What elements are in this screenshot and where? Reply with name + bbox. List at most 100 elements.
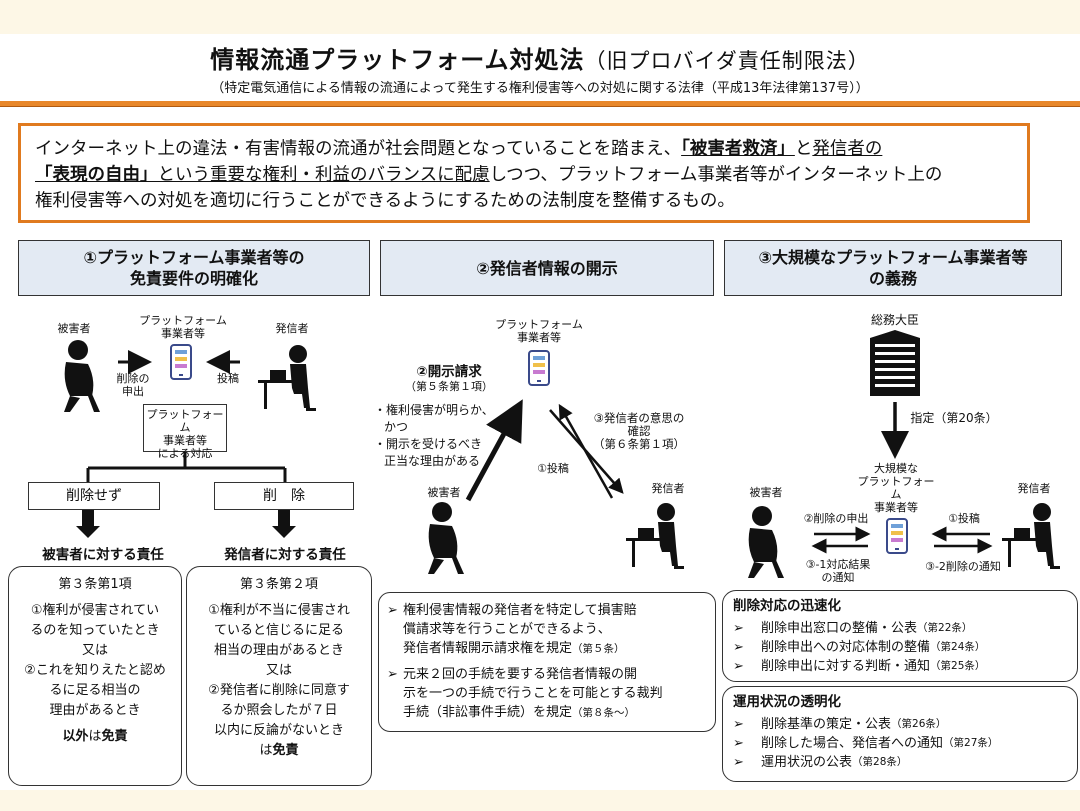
note-1-line-3: 発信者情報開示請求権を規定 [403,641,573,656]
sec1-delete-request-label: 削除の 申出 [108,372,158,398]
sec2-sender-label: 発信者 [651,482,685,495]
platform-response-1: プラットフォーム [146,408,224,434]
sec1-delete-request-2: 申出 [122,385,144,398]
left-line-7: 以外は免責 [13,727,177,747]
speedup-item-article: （第25条） [930,660,986,672]
sender-figure-1 [258,345,316,411]
sec2-platform-label-1: プラットフォーム [495,318,583,331]
right-line-7: 以内に反論がないとき [213,723,344,738]
sec2-platform-label: プラットフォーム 事業者等 [494,318,584,344]
large-platform-2: プラットフォーム [857,475,935,501]
note-1-line-2: 償請求等を行うことができるよう、 [403,622,611,637]
speedup-item: ➢ 削除申出への対応体制の整備（第24条） [733,638,1067,657]
responsibility-to-sender: 発信者に対する責任 [224,547,346,563]
sec3-sender-label: 発信者 [1017,482,1051,495]
responsibility-to-victim: 被害者に対する責任 [42,547,164,563]
sec3-post-label: ①投稿 [948,512,980,525]
top-band [0,0,1080,34]
left-article: 第３条第1項 [58,577,132,592]
smartphone-icon [528,350,550,386]
right-line-4: 又は [265,663,292,678]
bullet-icon: ➢ [733,736,744,751]
speedup-item-text: 削除申出に対する判断・通知 [761,659,931,674]
delete-box: 削 除 [214,482,354,510]
speedup-item-text: 削除申出への対応体制の整備 [761,640,931,655]
right-line-5: ②発信者に削除に同意す [208,683,350,698]
summary-box: インターネット上の違法・有害情報の流通が社会問題となっていることを踏まえ、「被害… [18,123,1030,223]
speedup-title: 削除対応の迅速化 [733,598,841,614]
note-2-article: （第８条～） [572,707,636,719]
minister-label: 総務大臣 [870,313,919,327]
left-line-4: ②これを知りえたと認め [24,663,166,678]
speedup-list: ➢削除申出窓口の整備・公表（第22条）➢削除申出への対応体制の整備（第24条）➢… [733,619,1067,676]
transparency-item-text: 削除基準の策定・公表 [761,717,892,732]
right-line-6: るか照会したが７日 [220,703,338,718]
section1-header: ①プラットフォーム事業者等の 免責要件の明確化 [18,240,370,296]
left-line-2: るのを知っていたとき [30,623,160,638]
sec3-victim-label: 被害者 [749,486,783,499]
deletion-notice-label: ③-2削除の通知 [925,560,1001,573]
ministry-building-icon [870,330,920,396]
left-exemption-box: 第３条第1項 ①権利が侵害されてい るのを知っていたとき 又は ②これを知りえた… [8,566,182,786]
transparency-box: 運用状況の透明化 ➢削除基準の策定・公表（第26条）➢削除した場合、発信者への通… [722,686,1078,782]
summary-text-4: 権利侵害等への対処を適切に行うことができるようにするための法制度を整備するもの。 [35,191,735,211]
note-1-line-1: 権利侵害情報の発信者を特定して損害賠 [403,603,637,618]
section2-header: ②発信者情報の開示 [380,240,714,296]
victim-figure-2 [428,502,464,574]
sec2-platform-label-2: 事業者等 [517,331,561,344]
left-line-1: ①権利が侵害されてい [30,603,160,618]
right-line-2: ていると信じるに足る [213,623,344,638]
right-article: 第３条第２項 [239,577,318,592]
condition-1: ・権利侵害が明らか、 [374,403,494,417]
transparency-item-article: （第28条） [852,756,908,768]
sec1-post-label: 投稿 [217,372,239,385]
title-sub: （旧プロバイダ責任制限法） [584,49,870,73]
speedup-item: ➢削除申出窓口の整備・公表（第22条） [733,619,1067,638]
page-subtitle: （特定電気通信による情報の流通によって発生する権利侵害等への対処に関する法律（平… [211,81,869,96]
confirm-2: 確認 [627,424,651,438]
bullet-icon: ➢ [733,640,744,655]
summary-text-1: インターネット上の違法・有害情報の流通が社会問題となっていることを踏まえ、 [35,139,682,159]
bullet-icon: ➢ [733,659,744,674]
section3-header-line1: ③大規模なプラットフォーム事業者等 [758,248,1028,267]
disclosure-conditions: ・権利侵害が明らか、 かつ ・開示を受けるべき 正当な理由がある [374,402,504,470]
victim-figure-3 [748,506,784,578]
note-2-line-3: 手続（非訟事件手続）を規定 [403,705,573,720]
platform-response-2: 事業者等 [163,434,207,447]
left-exempt: 免責 [101,729,128,744]
right-ha: は [259,743,273,758]
sec2-victim-label: 被害者 [427,486,461,499]
transparency-item: ➢削除した場合、発信者への通知（第27条） [733,734,1067,753]
disclosure-notes-box: ➢ 権利侵害情報の発信者を特定して損害賠 償請求等を行うことができるよう、 発信… [378,592,716,732]
speedup-box: 削除対応の迅速化 ➢削除申出窓口の整備・公表（第22条） ➢ 削除申出への対応体制の… [722,590,1078,682]
summary-highlight-2: 「表現の自由」 [35,165,158,185]
transparency-item-article: （第26条） [891,718,947,730]
right-line-1: ①権利が不当に侵害され [208,603,350,618]
section1-header-line1: ①プラットフォーム事業者等の [83,248,305,267]
note-2-line-2: 示を一つの手続で行うことを可能とする裁判 [403,686,663,701]
delete-request-label: ②削除の申出 [803,512,869,525]
sec1-sender-label: 発信者 [275,322,309,335]
left-line-6: 理由があるとき [49,703,141,718]
platform-response-box: プラットフォーム 事業者等 による対応 [143,404,227,460]
speedup-item-article: （第24条） [930,641,986,653]
large-platform-label: 大規模な プラットフォーム 事業者等 [856,462,936,514]
result-notice-label: ③-1対応結果 の通知 [796,558,880,584]
section1-header-line2: 免責要件の明確化 [129,269,258,288]
disclosure-note-1: ➢ 権利侵害情報の発信者を特定して損害賠 償請求等を行うことができるよう、 発信… [387,603,637,656]
sender-figure-2 [626,503,684,569]
smartphone-icon [170,344,192,380]
left-ha: は [88,729,102,744]
sec1-victim-label: 被害者 [57,322,91,335]
result-notice-2: の通知 [821,571,855,584]
summary-underline-2: という重要な権利・利益のバランスに配慮 [157,165,490,185]
sec1-platform-label-1: プラットフォーム [139,314,227,327]
confirm-1: ③発信者の意思の [593,411,685,425]
title-rule [0,101,1080,107]
page-title: 情報流通プラットフォーム対処法（旧プロバイダ責任制限法） [0,40,1080,75]
summary-underline-1: 発信者の [812,139,883,159]
speedup-item: ➢ 削除申出に対する判断・通知（第25条） [733,657,1067,676]
bottom-band [0,790,1080,811]
speedup-item-text: 削除申出窓口の整備・公表 [761,621,918,636]
